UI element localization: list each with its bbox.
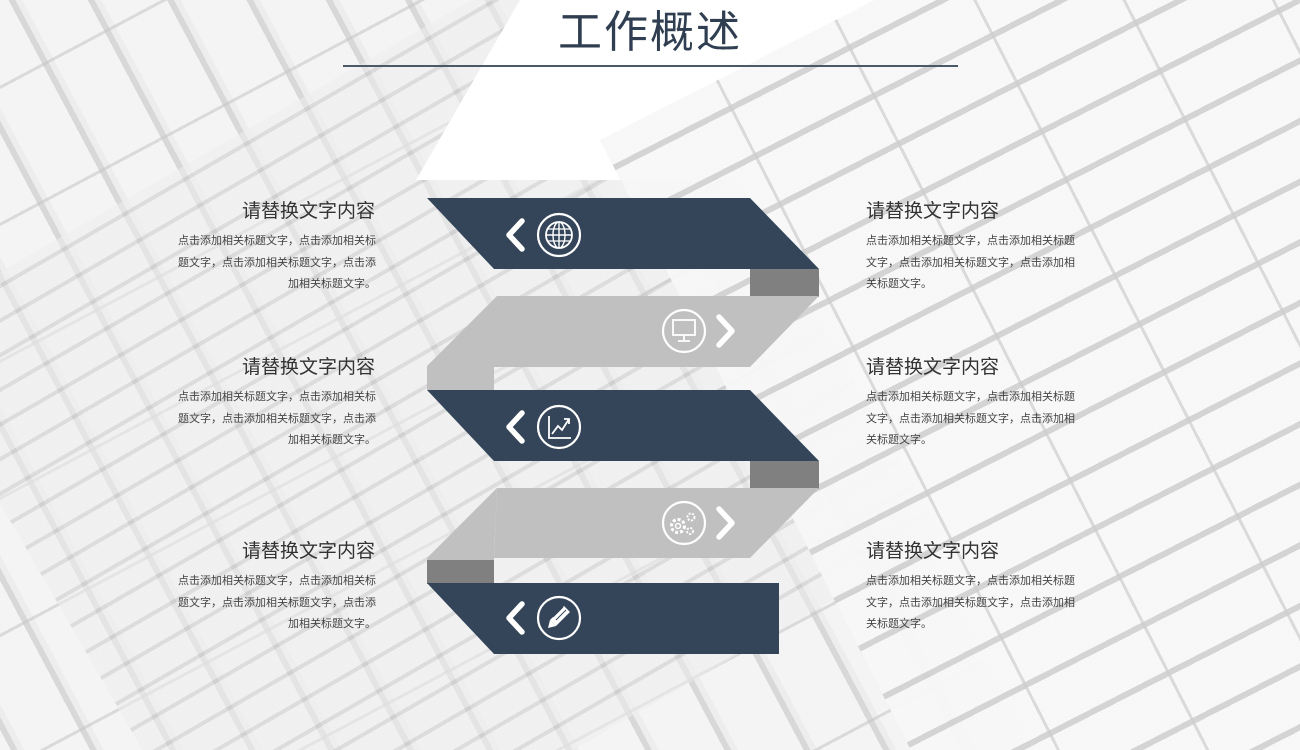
ribbon-fold-4 (427, 560, 494, 584)
gears-icon (661, 500, 707, 546)
block-heading: 请替换文字内容 (241, 200, 375, 222)
chevron-left-icon (506, 601, 525, 635)
ribbon-segment-5[interactable] (427, 583, 779, 654)
block-heading: 请替换文字内容 (866, 356, 1000, 378)
block-heading: 请替换文字内容 (866, 200, 1000, 222)
ribbon-fold-1 (750, 269, 819, 297)
right-text-block-2: 请替换文字内容 点击添加相关标题文字，点击添加相关标题文字，点击添加相关标题文字… (866, 354, 1096, 451)
block-heading: 请替换文字内容 (241, 356, 375, 378)
ribbon-segment-4[interactable] (427, 488, 819, 560)
ribbon-segment-1[interactable] (427, 198, 819, 269)
chevron-left-icon (506, 218, 525, 252)
block-body: 点击添加相关标题文字，点击添加相关标题文字，点击添加相关标题文字，点击添加相关标… (866, 390, 1075, 446)
block-body: 点击添加相关标题文字，点击添加相关标题文字，点击添加相关标题文字，点击添加相关标… (866, 574, 1075, 630)
left-text-block-3: 请替换文字内容 点击添加相关标题文字，点击添加相关标题文字，点击添加相关标题文字… (160, 538, 390, 635)
chevron-right-icon (716, 506, 735, 540)
right-text-block-1: 请替换文字内容 点击添加相关标题文字，点击添加相关标题文字，点击添加相关标题文字… (866, 198, 1096, 295)
left-text-block-2: 请替换文字内容 点击添加相关标题文字，点击添加相关标题文字，点击添加相关标题文字… (160, 354, 390, 451)
block-heading: 请替换文字内容 (241, 540, 375, 562)
right-text-block-3: 请替换文字内容 点击添加相关标题文字，点击添加相关标题文字，点击添加相关标题文字… (866, 538, 1096, 635)
block-body: 点击添加相关标题文字，点击添加相关标题文字，点击添加相关标题文字，点击添加相关标… (178, 390, 376, 446)
block-heading: 请替换文字内容 (866, 540, 1000, 562)
block-body: 点击添加相关标题文字，点击添加相关标题文字，点击添加相关标题文字，点击添加相关标… (178, 574, 376, 630)
block-body: 点击添加相关标题文字，点击添加相关标题文字，点击添加相关标题文字，点击添加相关标… (866, 234, 1075, 290)
pencil-icon (536, 595, 582, 641)
chevron-left-icon (506, 410, 525, 444)
block-body: 点击添加相关标题文字，点击添加相关标题文字，点击添加相关标题文字，点击添加相关标… (178, 234, 376, 290)
trend-chart-icon (536, 404, 582, 450)
slide-title: 工作概述 (558, 7, 742, 58)
ribbon-segment-2[interactable] (427, 296, 819, 390)
left-text-block-1: 请替换文字内容 点击添加相关标题文字，点击添加相关标题文字，点击添加相关标题文字… (160, 198, 390, 295)
chevron-right-icon (716, 314, 735, 348)
ribbon-segment-3[interactable] (427, 390, 819, 461)
ribbon-fold-3 (750, 461, 819, 489)
monitor-icon (661, 308, 707, 354)
globe-icon (536, 212, 582, 258)
title-underline (343, 65, 958, 67)
